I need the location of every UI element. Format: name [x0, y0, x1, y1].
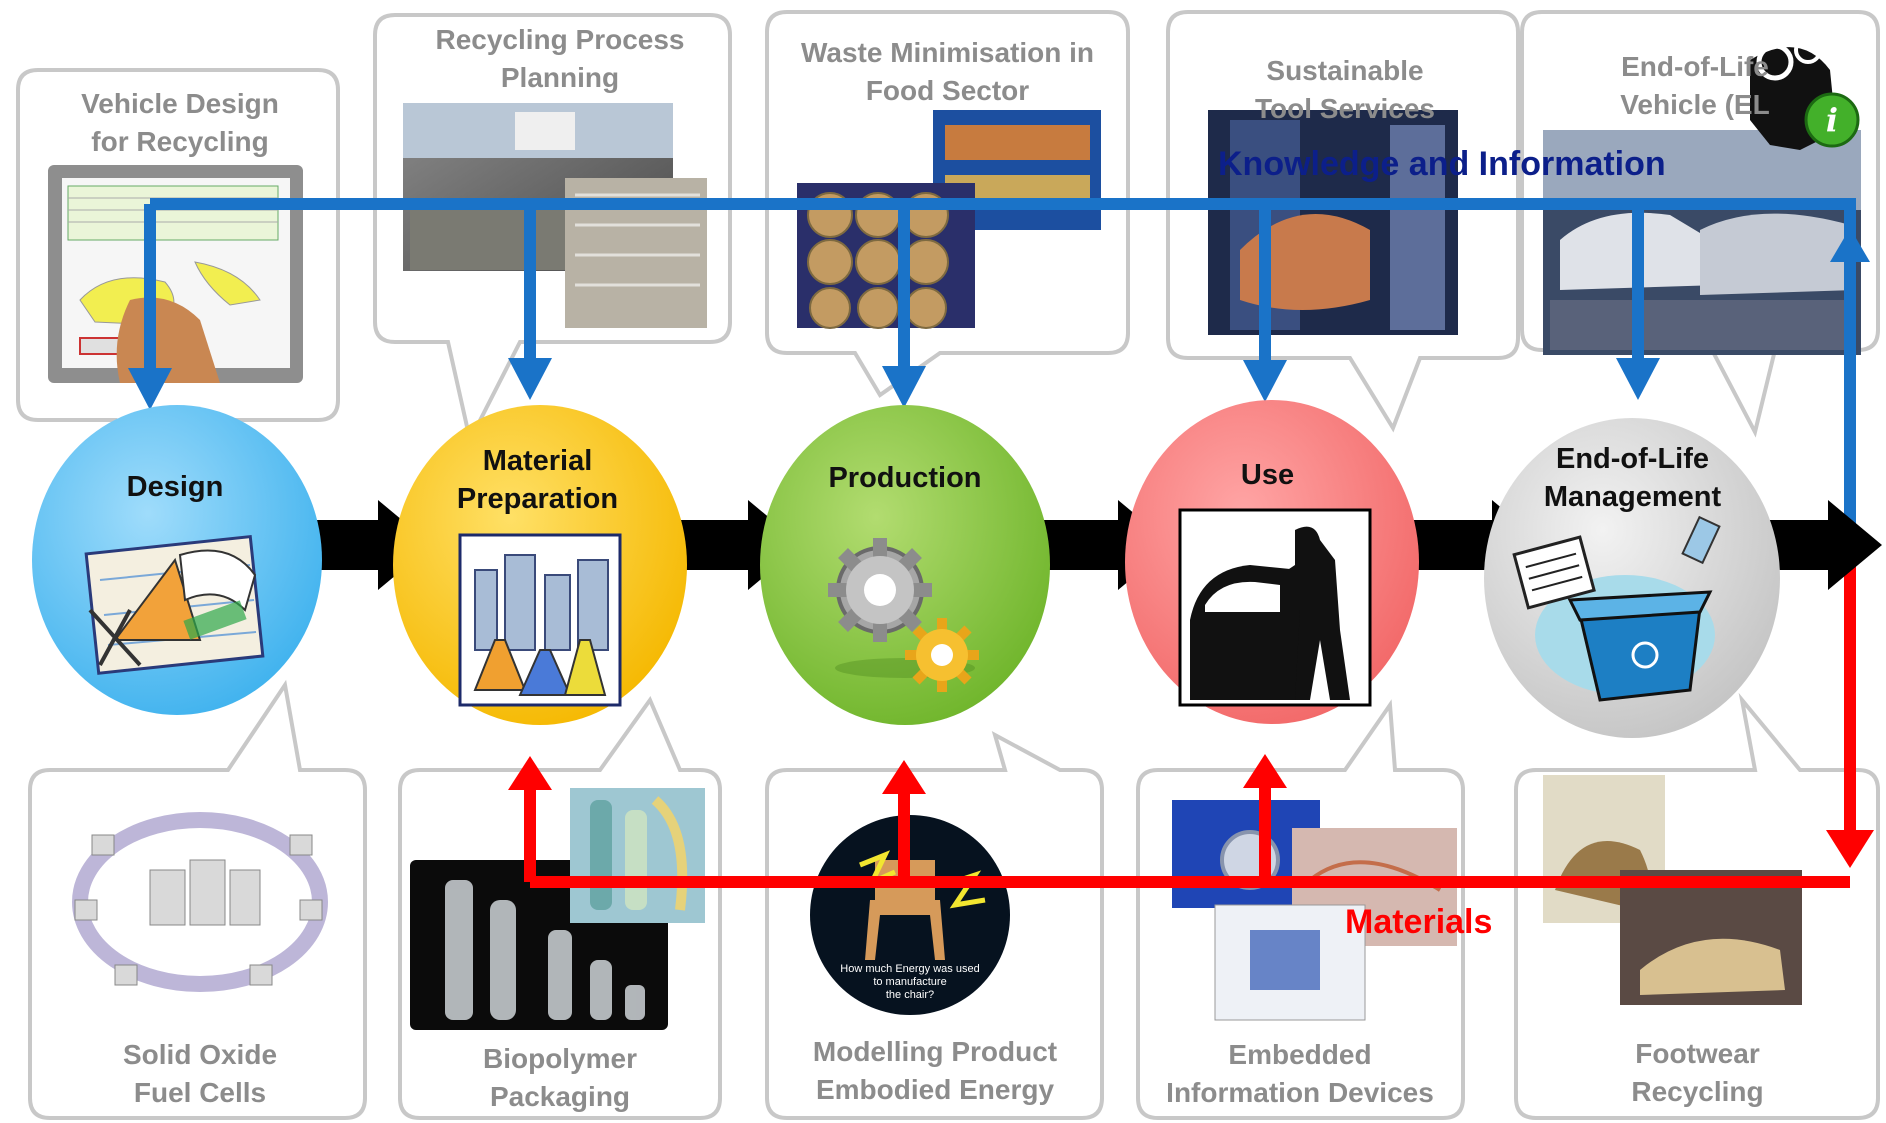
newspaper-icon	[1512, 535, 1596, 610]
topic-embodied-energy: Modelling Product Embodied Energy	[812, 1036, 1058, 1105]
topic-fuel-cells: Solid Oxide Fuel Cells	[122, 1039, 278, 1108]
stage-label-production: Production	[828, 462, 982, 494]
topic-embedded-devices: Embedded Information Devices	[1166, 1039, 1434, 1108]
topic-biopolymer: Biopolymer Packaging	[482, 1043, 638, 1112]
arrowhead-to-use	[1243, 360, 1287, 402]
stage-label-use: Use	[1240, 459, 1295, 491]
topic-waste-food: Waste Minimisation in Food Sector	[801, 37, 1094, 106]
topic-footwear: Footwear Recycling	[1631, 1038, 1764, 1107]
materials-down-arrowhead	[1826, 830, 1874, 868]
arrowhead-to-material	[508, 358, 552, 400]
photo-fuel-cell-cycle	[55, 790, 345, 1015]
knowledge-up-arrowhead	[1830, 228, 1870, 262]
car-washing-icon	[1178, 508, 1372, 707]
arrowhead-materials-to-use	[1243, 754, 1287, 788]
topic-vehicle-design: Vehicle Design for Recycling	[81, 88, 279, 157]
arrowhead-materials-to-material	[508, 756, 552, 790]
arrowhead-to-eol	[1616, 358, 1660, 400]
photo-bottles	[410, 788, 705, 1030]
knowledge-flow-label: Knowledge and Information	[1218, 145, 1666, 183]
stage-label-design: Design	[126, 471, 224, 503]
gears-icon	[828, 538, 979, 692]
recycle-bin-icon	[1512, 515, 1721, 702]
stage-label-material: Material Preparation	[456, 445, 619, 515]
stage-label-eol: End-of-Life Management	[1543, 443, 1722, 513]
materials-flow-label: Materials	[1345, 903, 1493, 941]
arrowhead-to-design	[128, 368, 172, 410]
knowledge-head-icon: i	[1750, 36, 1860, 151]
arrowhead-to-production	[882, 366, 926, 408]
topic-elv: End-of-Life Vehicle (EL	[1620, 51, 1770, 120]
topic-recycling-planning: Recycling Process Planning	[435, 24, 685, 93]
photo-old-shoes	[1543, 775, 1802, 1005]
photo-scrap-cars	[1543, 130, 1861, 355]
materials-flow	[508, 540, 1874, 888]
photo-tool-service	[1208, 110, 1458, 335]
laboratory-icon	[458, 533, 622, 707]
knowledge-flow	[128, 198, 1870, 540]
drafting-icon	[84, 535, 265, 675]
photo-cad-monitor	[48, 165, 303, 383]
info-icon: i	[1826, 101, 1838, 139]
topic-sustainable-tools: Sustainable Tool Services	[1254, 55, 1435, 124]
arrowhead-materials-to-production	[882, 760, 926, 794]
